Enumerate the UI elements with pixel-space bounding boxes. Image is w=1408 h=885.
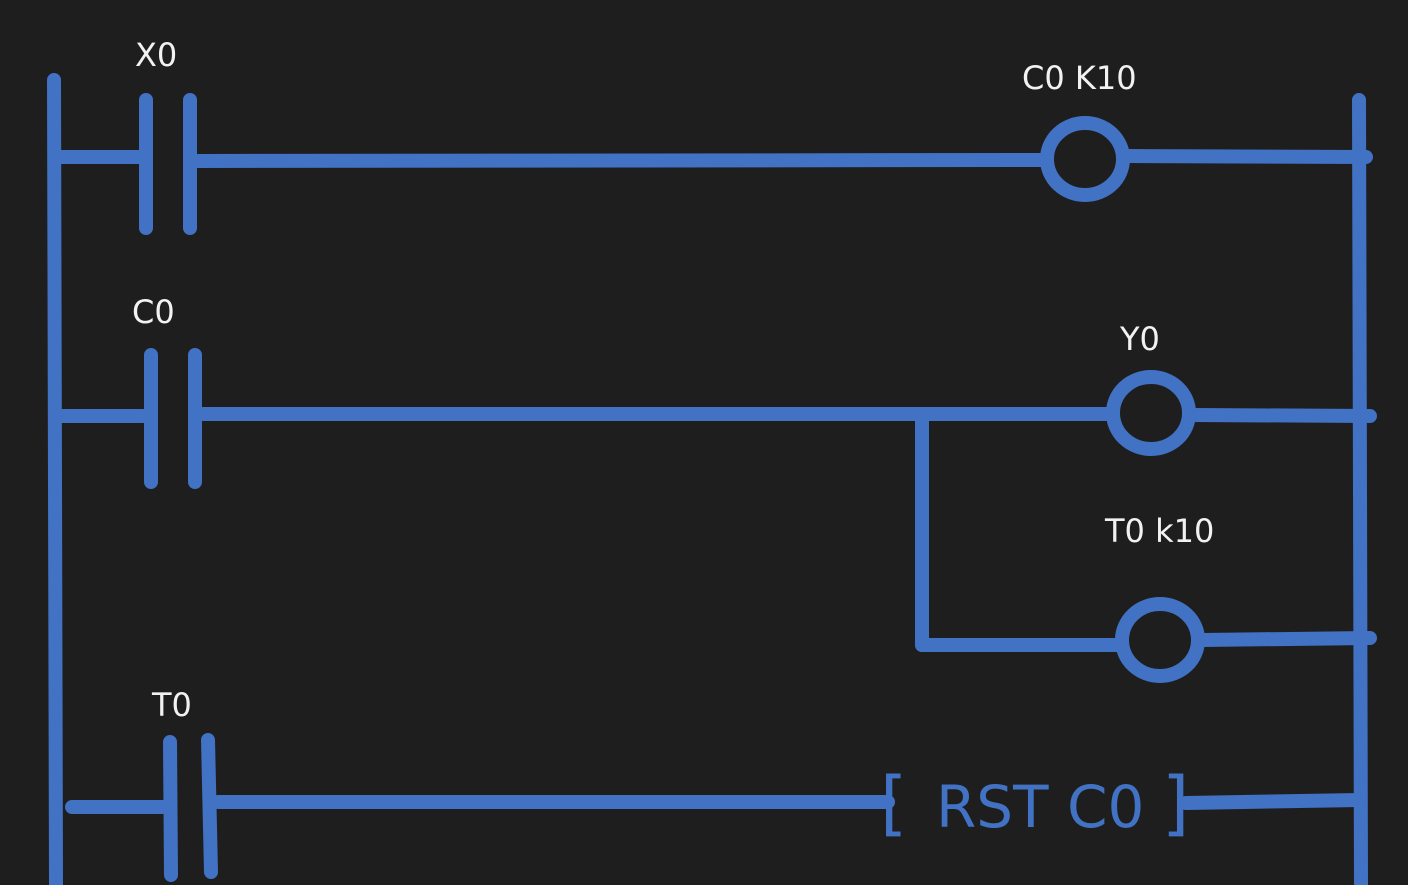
- instruction-rst-c0-label: RST C0: [936, 773, 1144, 841]
- contact-c0-label: C0: [132, 293, 175, 331]
- instruction-open-bracket: [: [880, 762, 907, 844]
- contact-t0-right-plate: [201, 733, 218, 879]
- coil-t0-k10-label: T0 k10: [1104, 512, 1214, 550]
- rung-1: X0 C0 K10: [49, 36, 1373, 235]
- contact-t0-label: T0: [151, 686, 192, 724]
- contact-x0: [139, 93, 197, 235]
- rung-3: T0 [ RST C0 ]: [65, 686, 1367, 882]
- rung-1-wire-mid: [191, 153, 1050, 168]
- coil-t0-k10: [1115, 597, 1205, 683]
- rung-2: C0 Y0 T0 k10: [49, 293, 1377, 683]
- coil-c0-k10-label: C0 K10: [1022, 59, 1137, 97]
- coil-y0-label: Y0: [1119, 320, 1160, 358]
- contact-c0: [144, 348, 202, 489]
- coil-c0-k10-circle: [1040, 116, 1130, 202]
- rung-2-wire-out: [1186, 408, 1377, 423]
- left-power-rail: [47, 73, 63, 885]
- coil-y0-circle: [1106, 370, 1196, 456]
- branch-wire-out: [1195, 631, 1377, 647]
- contact-t0-left-plate: [163, 735, 178, 882]
- coil-y0: [1106, 370, 1196, 456]
- coil-c0-k10: [1040, 116, 1130, 202]
- rung-1-wire-out: [1120, 149, 1373, 164]
- contact-t0: [163, 733, 218, 882]
- rung-3-wire-out: [1179, 793, 1367, 810]
- contact-x0-label: X0: [135, 36, 177, 74]
- coil-t0-k10-circle: [1115, 597, 1205, 683]
- right-power-rail: [1352, 93, 1368, 885]
- instruction-rst-c0: [ RST C0 ]: [880, 762, 1189, 844]
